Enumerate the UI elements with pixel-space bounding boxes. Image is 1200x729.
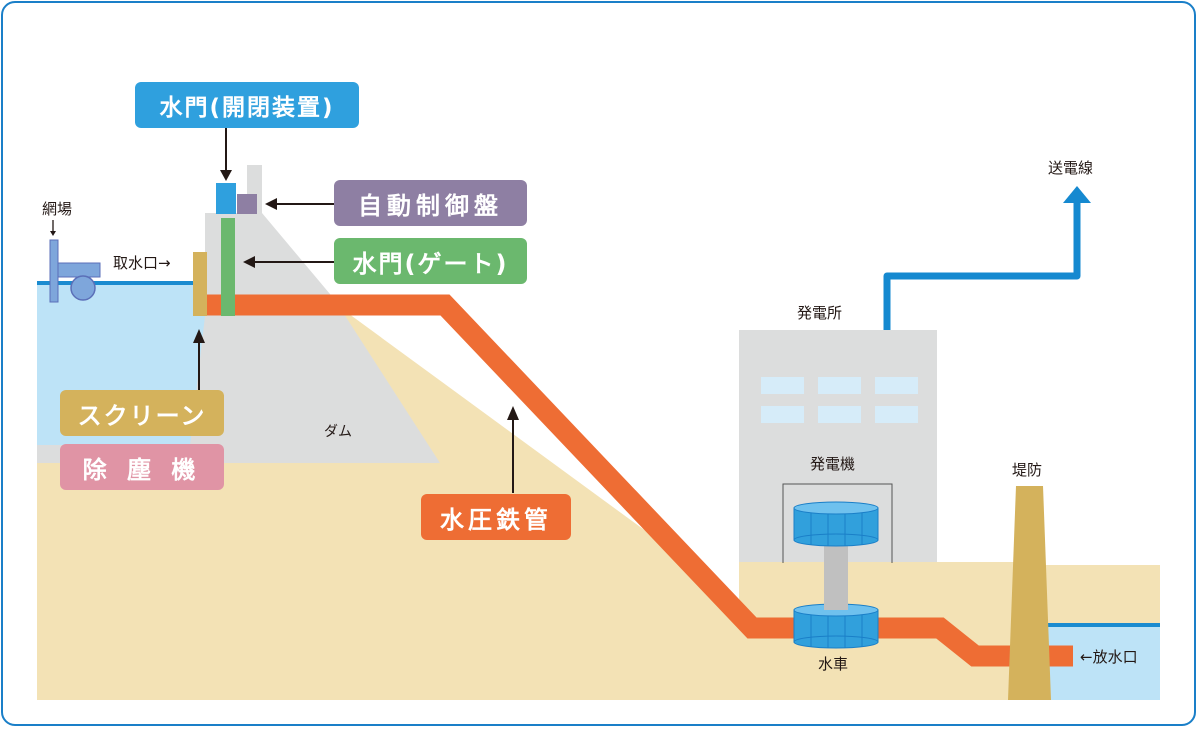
label-water-turbine: 水車 — [818, 655, 849, 673]
arrow-up-icon — [1063, 186, 1091, 203]
label-transmission-line: 送電線 — [1048, 159, 1094, 177]
downstream-surface — [1040, 623, 1160, 627]
generator-disk — [793, 501, 879, 547]
building-windows — [761, 377, 918, 423]
levee — [1008, 486, 1051, 700]
label-outlet: ←放水口 — [1080, 648, 1138, 666]
callout-gate: 水門(ゲート) — [334, 238, 527, 284]
label-intake: 取水口→ — [113, 254, 171, 272]
callout-penstock-text: 水圧鉄管 — [440, 505, 552, 534]
callout-screen: スクリーン — [60, 390, 224, 436]
gate-operator-box — [216, 183, 236, 214]
callout-gate-operator: 水門(開閉装置) — [135, 82, 359, 128]
gate-bar — [221, 218, 235, 316]
ground-front — [739, 562, 1039, 602]
callout-control-panel-text: 自動制御盤 — [358, 191, 503, 220]
control-panel-box — [237, 194, 257, 214]
turbine-shaft — [824, 540, 848, 612]
callout-penstock: 水圧鉄管 — [421, 494, 571, 540]
callout-screen-text: スクリーン — [77, 401, 207, 430]
label-levee: 堤防 — [1012, 461, 1043, 479]
generator-housing — [782, 483, 893, 563]
label-power-station: 発電所 — [797, 304, 843, 322]
callout-gate-operator-text: 水門(開閉装置) — [159, 95, 335, 121]
label-net-area: 網場 — [42, 200, 73, 218]
net-boom — [49, 239, 101, 303]
label-dam: ダム — [324, 424, 352, 440]
water-turbine-disk — [793, 602, 879, 649]
reservoir-surface — [37, 281, 195, 285]
label-generator: 発電機 — [810, 455, 856, 473]
screen-bar — [193, 252, 207, 316]
callout-gate-text: 水門(ゲート) — [352, 249, 509, 278]
transmission-line — [883, 200, 1081, 330]
callout-dust-remover: 除 塵 機 — [60, 444, 224, 490]
callout-dust-remover-text: 除 塵 機 — [82, 455, 202, 484]
callout-arrows — [193, 128, 519, 493]
arrow-down-icon — [50, 220, 56, 236]
callout-control-panel: 自動制御盤 — [334, 180, 527, 226]
